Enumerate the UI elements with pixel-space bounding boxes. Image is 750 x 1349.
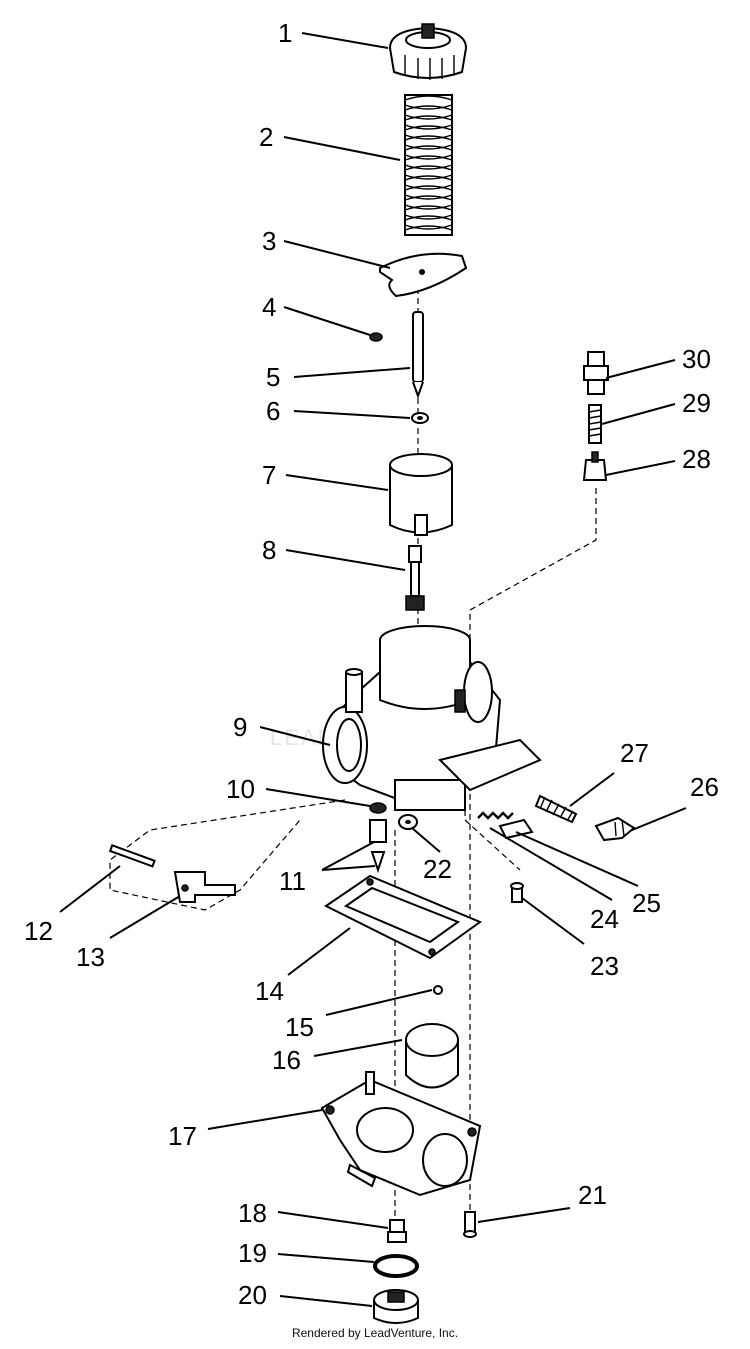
callout-3: 3 <box>262 226 276 256</box>
part-25-screw <box>498 818 534 840</box>
callout-8: 8 <box>262 535 276 565</box>
callout-22: 22 <box>423 854 452 884</box>
part-20-drain-plug <box>373 1289 419 1324</box>
part-3-plate <box>379 252 468 298</box>
callout-17: 17 <box>168 1121 197 1151</box>
callout-15: 15 <box>285 1012 314 1042</box>
part-11-jet-holder <box>369 819 387 874</box>
part-10-ring <box>369 802 387 814</box>
part-7-slide <box>389 453 453 536</box>
callout-25: 25 <box>632 888 661 918</box>
callout-23: 23 <box>590 951 619 981</box>
part-14-gasket <box>324 874 483 960</box>
part-5-needle <box>412 311 424 399</box>
callout-11: 11 <box>279 866 306 896</box>
callout-26: 26 <box>690 772 719 802</box>
callout-16: 16 <box>272 1045 301 1075</box>
callout-20: 20 <box>238 1280 267 1310</box>
part-15-pin <box>433 985 443 995</box>
callout-19: 19 <box>238 1238 267 1268</box>
callout-numbers: 1 2 3 4 5 6 7 8 9 10 11 12 13 14 15 16 1… <box>24 18 719 1310</box>
leader-lines <box>59 32 687 1307</box>
callout-27: 27 <box>620 738 649 768</box>
part-30-fitting <box>583 351 609 395</box>
part-27-spring <box>534 794 578 824</box>
part-17-float-bowl <box>320 1071 482 1197</box>
callout-2: 2 <box>259 122 273 152</box>
part-22-nut <box>398 814 418 830</box>
part-19-o-ring <box>373 1254 419 1278</box>
callout-14: 14 <box>255 976 284 1006</box>
part-13-float-arm <box>173 871 236 903</box>
callout-30: 30 <box>682 344 711 374</box>
part-4-clip <box>369 332 383 342</box>
callout-1: 1 <box>278 18 292 48</box>
rendered-by-footer: Rendered by LeadVenture, Inc. <box>291 1326 459 1340</box>
part-18-drain-screw <box>387 1219 407 1243</box>
callout-12: 12 <box>24 916 53 946</box>
callout-6: 6 <box>266 396 280 426</box>
part-8-jet <box>405 545 425 611</box>
part-28-jet <box>582 451 608 481</box>
part-16-float <box>405 1023 459 1089</box>
part-1-cap <box>388 23 468 80</box>
part-12-float-pin <box>108 844 156 868</box>
part-2-spring <box>404 94 453 236</box>
callout-13: 13 <box>76 942 105 972</box>
part-23-fitting <box>510 882 524 903</box>
part-24-spring <box>477 811 514 820</box>
callout-29: 29 <box>682 388 711 418</box>
callout-7: 7 <box>262 460 276 490</box>
callout-21: 21 <box>578 1180 607 1210</box>
callout-18: 18 <box>238 1198 267 1228</box>
part-21-screw <box>463 1211 477 1238</box>
part-9-carburetor-body <box>322 625 542 811</box>
part-29-spring <box>588 404 602 444</box>
callout-5: 5 <box>266 362 280 392</box>
part-26-pilot-screw <box>594 816 636 842</box>
callout-4: 4 <box>262 292 276 322</box>
callout-9: 9 <box>233 712 247 742</box>
part-6-washer <box>411 412 429 424</box>
callout-10: 10 <box>226 774 255 804</box>
callout-28: 28 <box>682 444 711 474</box>
callout-24: 24 <box>590 904 619 934</box>
